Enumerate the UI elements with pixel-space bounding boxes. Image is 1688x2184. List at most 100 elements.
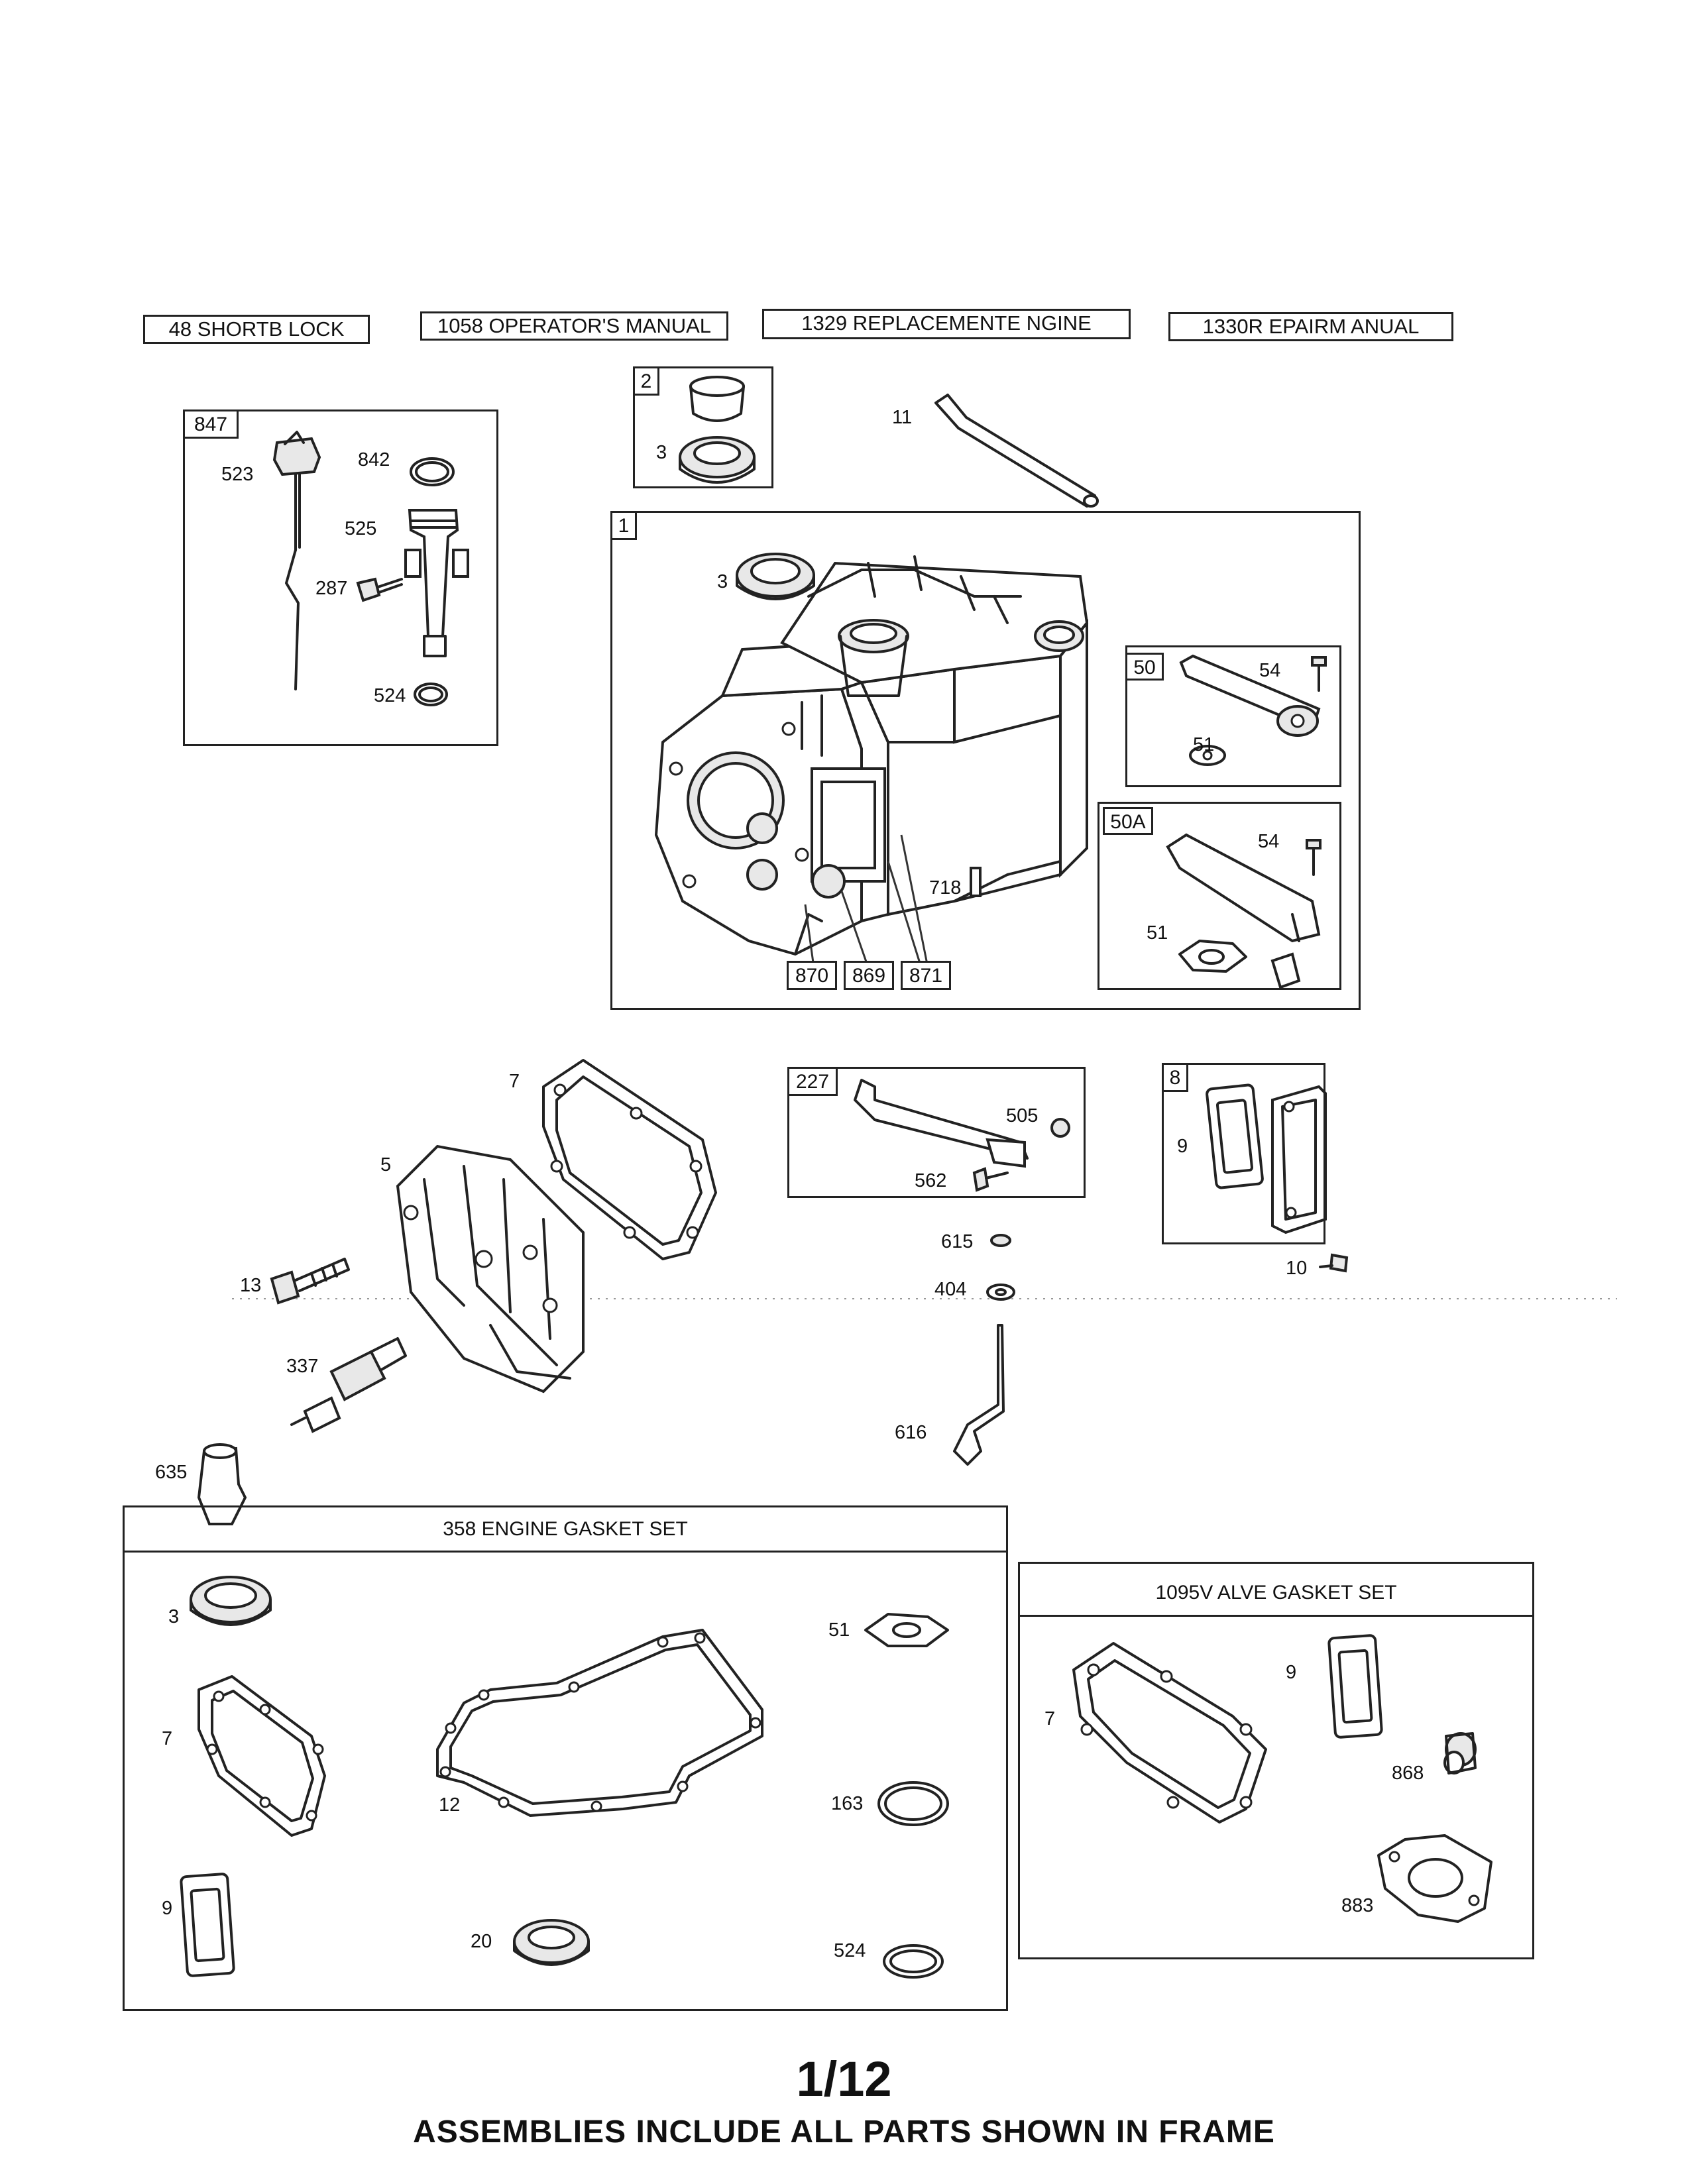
engine-gasket-set-frame [123,1505,1008,2011]
engine-gasket-set-divider [123,1551,1008,1553]
part-label-54-frame-50a: 54 [1258,831,1280,852]
breather-gasket-icon [864,1613,949,1647]
gasket-set-label-524: 524 [834,1940,866,1961]
seal-icon [679,436,756,484]
frame-50a [1097,802,1341,990]
frame-847-tag: 847 [183,410,239,439]
engine-gasket-set-title: 358 ENGINE GASKET SET [443,1518,688,1540]
cylinder-head-icon [396,1144,585,1393]
valve-gasket-set-title: 1095V ALVE GASKET SET [1155,1582,1397,1604]
part-label-524: 524 [374,685,406,706]
gasket-set-label-51: 51 [828,1619,850,1641]
exhaust-gasket-icon [1377,1834,1492,1923]
part-label-615: 615 [941,1231,974,1252]
part-label-523: 523 [221,464,254,485]
breather-tube-icon [934,394,1099,508]
frame-50a-tag: 50A [1103,807,1153,835]
oil-seal-icon [513,1919,590,1966]
crankcase-block-icon [654,553,1089,968]
spark-plug-icon [290,1337,407,1433]
valve-set-label-9: 9 [1286,1662,1297,1683]
frame-1-tag: 1 [610,511,637,540]
frame-2 [633,366,773,488]
frame-870-tag: 870 [787,961,837,990]
shortblock-header: 48 SHORTB LOCK [143,315,370,344]
frame-1 [610,511,1361,1010]
part-label-404: 404 [934,1279,967,1300]
part-label-562: 562 [915,1170,947,1191]
part-label-616: 616 [895,1422,927,1443]
o-ring-163-icon [877,1781,949,1826]
valve-cover-gasket-set-icon [1327,1634,1383,1739]
part-label-3-frame-2: 3 [656,442,667,463]
head-gasket-small-icon [197,1675,326,1837]
head-gasket-icon [542,1059,717,1260]
valve-seal-icon [1443,1732,1477,1774]
valve-cover-gasket-icon [180,1873,235,1977]
part-label-11: 11 [892,407,913,428]
screw-small-icon [1319,1253,1349,1273]
valve-gasket-set-frame [1018,1562,1534,1959]
gasket-set-label-9: 9 [162,1898,173,1919]
gasket-set-label-163: 163 [831,1793,864,1814]
part-label-525: 525 [345,518,377,539]
valve-set-label-7: 7 [1044,1708,1056,1729]
governor-arm-alt-icon [1166,833,1322,989]
crankcase-gasket-icon [436,1629,763,1817]
gasket-set-label-20: 20 [471,1931,492,1952]
part-label-287: 287 [315,578,348,599]
part-label-13: 13 [240,1275,262,1296]
frame-8-tag: 8 [1162,1063,1188,1092]
dipstick-tube-icon [404,509,469,657]
governor-arm-icon [1179,654,1327,766]
part-label-337: 337 [286,1356,319,1377]
part-label-54-frame-50: 54 [1259,660,1281,681]
washer-icons [986,1234,1015,1301]
part-label-10: 10 [1286,1258,1308,1279]
governor-lever-icon [854,1079,1070,1192]
frame-50-tag: 50 [1125,653,1164,681]
frame-8 [1162,1063,1325,1244]
footer-note: ASSEMBLIES INCLUDE ALL PARTS SHOWN IN FR… [413,2114,1275,2150]
operators-manual-header: 1058 OPERATOR'S MANUAL [420,311,728,341]
replacement-engine-header: 1329 REPLACEMENTE NGINE [762,309,1131,339]
o-ring-icon [410,457,455,486]
valve-set-label-883: 883 [1341,1895,1374,1916]
frame-50 [1125,645,1341,787]
governor-shaft-icon [953,1324,1005,1466]
bushing-icon [689,376,745,422]
spark-plug-boot-icon [197,1443,247,1525]
frame-227-tag: 227 [787,1067,838,1096]
frame-227 [787,1067,1086,1198]
part-label-7: 7 [509,1071,520,1092]
dipstick-icon [272,431,321,690]
head-bolt-icon [270,1258,350,1305]
part-label-505: 505 [1006,1105,1039,1126]
part-label-635: 635 [155,1462,188,1483]
part-label-5: 5 [380,1154,392,1175]
gasket-set-label-3: 3 [168,1606,180,1627]
part-label-3-frame-1: 3 [717,571,728,592]
part-label-51-frame-50: 51 [1193,734,1215,755]
seal-gasket-icon [190,1576,272,1626]
gasket-set-label-12: 12 [439,1794,461,1816]
valve-cover-icon [1206,1083,1327,1234]
gasket-set-label-7: 7 [162,1728,173,1749]
valve-gasket-set-divider [1018,1615,1534,1617]
frame-847 [183,410,498,746]
frame-871-tag: 871 [901,961,951,990]
page-number: 1/12 [796,2051,892,2106]
o-ring-524-icon [883,1944,944,1979]
part-label-51-frame-50a: 51 [1147,922,1168,944]
o-ring-small-icon [414,682,448,706]
frame-2-tag: 2 [633,366,659,396]
screw-icon [356,577,403,602]
part-label-718: 718 [929,877,962,899]
frame-869-tag: 869 [844,961,894,990]
part-label-9: 9 [1177,1136,1188,1157]
part-label-842: 842 [358,449,390,470]
repair-manual-header: 1330R EPAIRM ANUAL [1168,312,1453,341]
valve-set-label-868: 868 [1392,1763,1424,1784]
